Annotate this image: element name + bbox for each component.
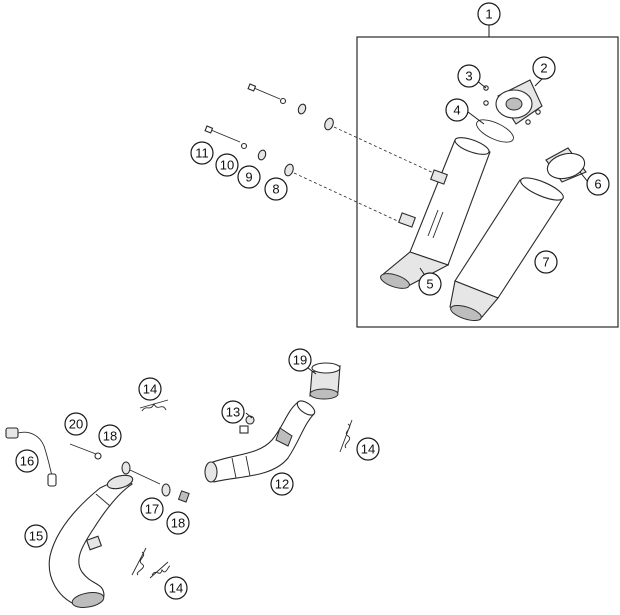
svg-text:2: 2 xyxy=(540,61,547,76)
spring-bottom-2 xyxy=(149,561,171,579)
svg-text:6: 6 xyxy=(594,177,601,192)
spring-bottom-1 xyxy=(131,547,147,576)
spring-top xyxy=(139,399,169,412)
silencer-sleeve xyxy=(449,177,564,322)
svg-text:18: 18 xyxy=(171,516,185,531)
svg-text:7: 7 xyxy=(542,255,549,270)
header-pipe xyxy=(48,474,134,608)
callout-17: 17 xyxy=(140,497,164,521)
svg-text:14: 14 xyxy=(361,442,375,457)
svg-text:15: 15 xyxy=(29,529,43,544)
flange-bolt xyxy=(69,443,131,475)
callout-8: 8 xyxy=(264,177,288,201)
callout-14-bottom: 14 xyxy=(164,576,188,600)
callout-11: 11 xyxy=(190,141,214,165)
svg-text:13: 13 xyxy=(226,405,240,420)
callout-14-top: 14 xyxy=(138,377,162,401)
callout-6: 6 xyxy=(586,172,610,196)
callout-19: 19 xyxy=(288,348,312,372)
svg-text:5: 5 xyxy=(426,277,433,292)
svg-text:4: 4 xyxy=(453,103,460,118)
svg-text:20: 20 xyxy=(69,417,83,432)
mounting-bolt-lower xyxy=(204,125,405,225)
mounting-bolt-upper xyxy=(247,83,441,177)
sensor-cable xyxy=(5,427,57,487)
silencer-assembly-box xyxy=(356,36,619,328)
callout-9: 9 xyxy=(237,165,261,189)
callout-15: 15 xyxy=(24,524,48,548)
callout-14-right: 14 xyxy=(356,437,380,461)
callout-18-left: 18 xyxy=(98,424,122,448)
manifold-pipe xyxy=(204,400,316,483)
seal-ring xyxy=(476,119,514,143)
rubber-sleeve xyxy=(309,362,341,400)
callout-3: 3 xyxy=(457,64,481,88)
callout-7: 7 xyxy=(534,250,558,274)
callout-16: 16 xyxy=(15,449,39,473)
callout-2: 2 xyxy=(532,56,556,80)
callout-1: 1 xyxy=(477,2,501,26)
callout-10: 10 xyxy=(215,153,239,177)
svg-text:18: 18 xyxy=(103,429,117,444)
callout-18-right: 18 xyxy=(166,511,190,535)
svg-text:11: 11 xyxy=(195,146,209,161)
svg-text:14: 14 xyxy=(169,581,183,596)
svg-text:10: 10 xyxy=(220,158,234,173)
svg-text:3: 3 xyxy=(465,69,472,84)
svg-text:19: 19 xyxy=(293,353,307,368)
protection-cap xyxy=(545,147,587,183)
silencer-body xyxy=(379,137,491,289)
callout-20: 20 xyxy=(64,412,88,436)
callout-4: 4 xyxy=(445,98,469,122)
svg-text:8: 8 xyxy=(272,182,279,197)
svg-text:9: 9 xyxy=(245,170,252,185)
flange-nut xyxy=(129,469,190,503)
svg-text:1: 1 xyxy=(485,7,492,22)
svg-text:12: 12 xyxy=(275,477,289,492)
end-cap xyxy=(483,79,543,125)
svg-text:16: 16 xyxy=(20,454,34,469)
callout-13: 13 xyxy=(221,400,245,424)
svg-text:17: 17 xyxy=(145,502,159,517)
callout-12: 12 xyxy=(270,472,294,496)
callout-5: 5 xyxy=(418,272,442,296)
svg-text:14: 14 xyxy=(143,382,157,397)
spring-right xyxy=(339,419,353,453)
